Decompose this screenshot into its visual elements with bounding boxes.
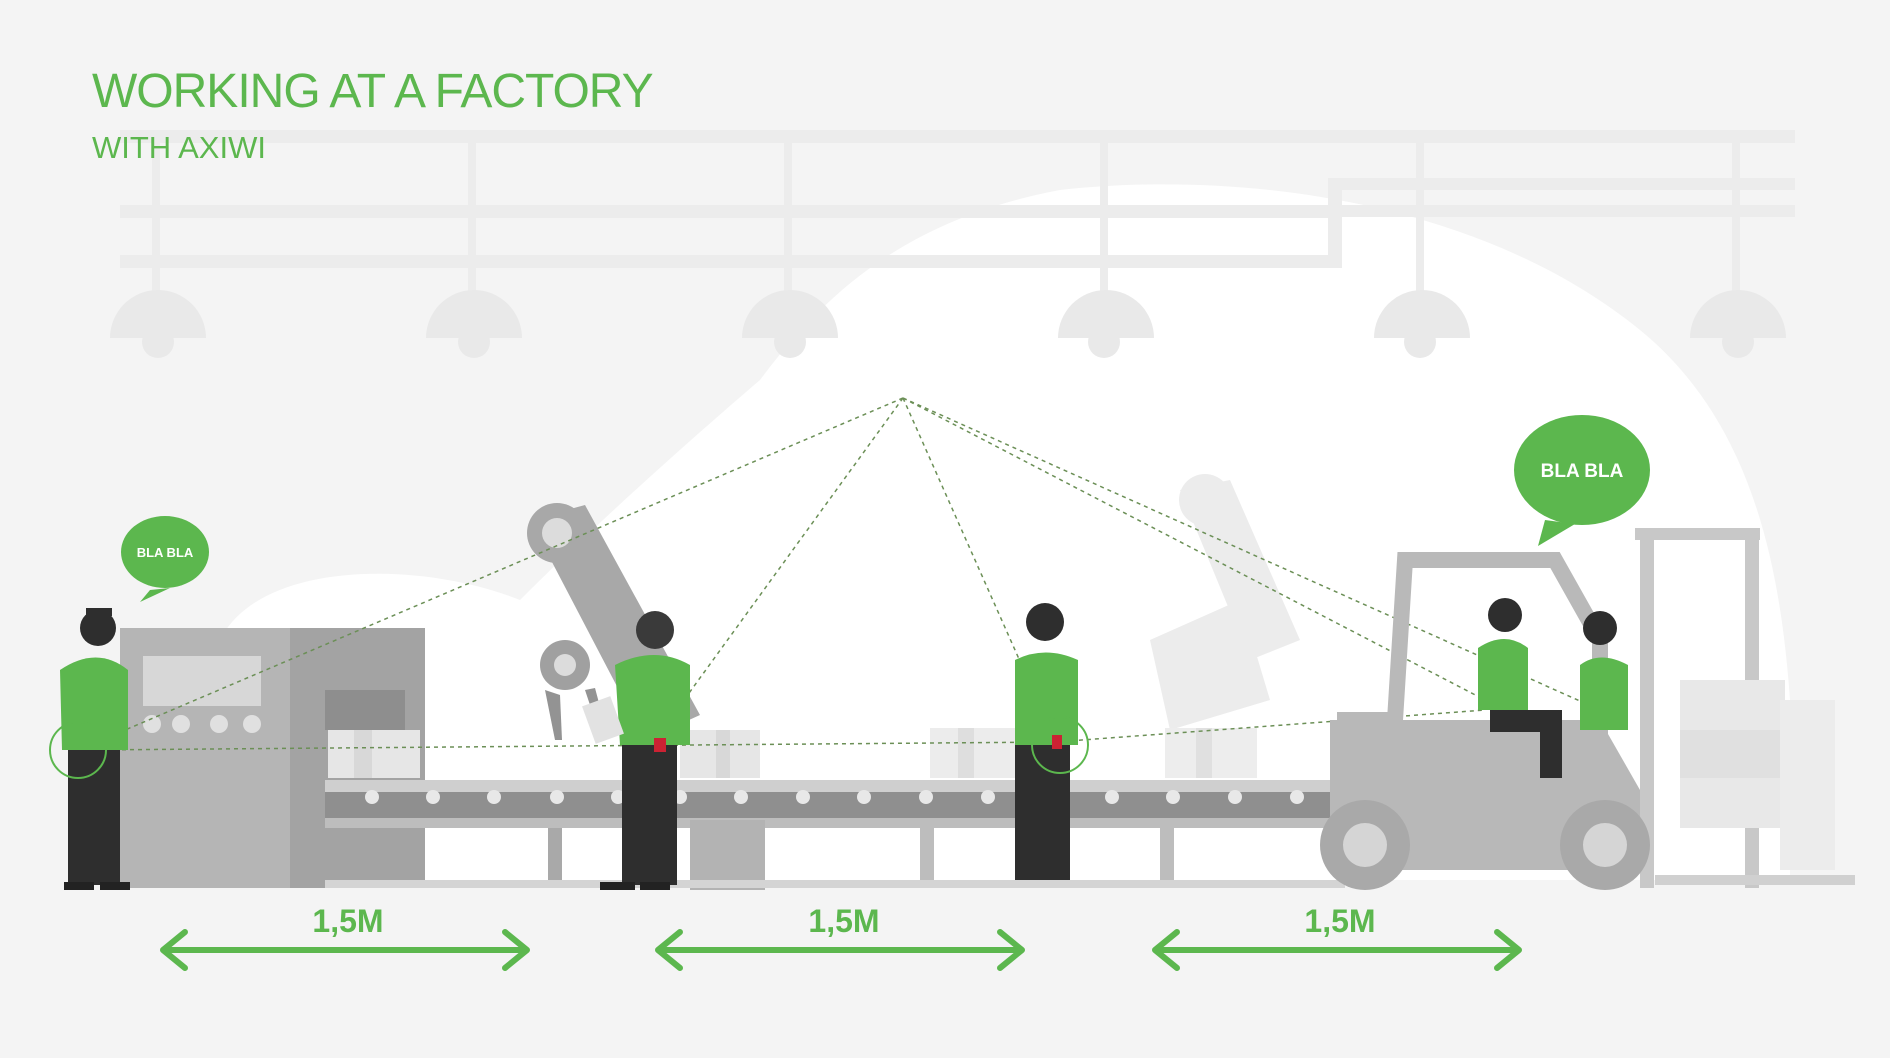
background-robot-arm xyxy=(1150,474,1300,730)
distance-arrows xyxy=(160,929,1522,971)
speech-bubble-left: BLA BLA xyxy=(121,516,209,602)
worker-right xyxy=(1015,603,1089,880)
speech-bubble-forklift: BLA BLA xyxy=(1514,415,1650,546)
distance-label-3: 1,5M xyxy=(1304,903,1376,939)
speech-bubble-left-text: BLA BLA xyxy=(137,545,194,560)
boxes-on-belt xyxy=(328,728,1257,778)
distance-label-1: 1,5M xyxy=(312,903,384,939)
conveyor-belt xyxy=(325,780,1345,890)
page-title: WORKING AT A FACTORY xyxy=(92,65,654,118)
page-subtitle: WITH AXIWI xyxy=(92,130,266,165)
worker-left xyxy=(49,608,130,890)
ceiling-lamps xyxy=(110,290,1786,358)
distance-label-2: 1,5M xyxy=(808,903,880,939)
connection-lines xyxy=(89,397,1601,751)
forklift xyxy=(1320,528,1855,890)
speech-bubble-forklift-text: BLA BLA xyxy=(1541,461,1624,482)
ceiling-pipes xyxy=(120,130,1795,293)
worker-middle xyxy=(582,611,690,890)
